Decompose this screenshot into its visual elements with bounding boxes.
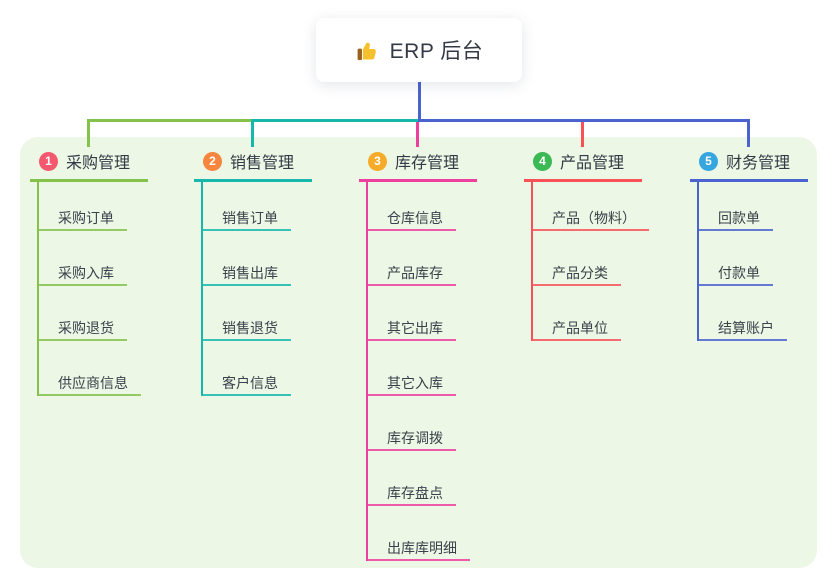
branch-3-spine-line (366, 182, 368, 561)
branch-5-drop-line (747, 119, 750, 147)
branch-4-drop-line (581, 119, 584, 147)
leaf-underline (697, 229, 773, 231)
branch-3-number-badge: 3 (368, 151, 387, 171)
leaf-underline (531, 284, 621, 286)
leaf-underline (37, 229, 127, 231)
bus-segment-2 (251, 119, 421, 122)
leaf-node-结算账户[interactable]: 结算账户 (718, 320, 774, 336)
branch-node-产品管理[interactable]: 4 产品管理 (533, 150, 624, 172)
thumbs-up-icon (357, 42, 376, 60)
branch-label: 库存管理 (395, 155, 460, 172)
leaf-node-出库库明细[interactable]: 出库库明细 (387, 540, 457, 556)
branch-2-spine-line (201, 182, 203, 396)
leaf-underline (37, 394, 141, 396)
leaf-node-销售退货[interactable]: 销售退货 (222, 320, 278, 336)
leaf-underline (366, 449, 456, 451)
leaf-node-库存盘点[interactable]: 库存盘点 (387, 485, 443, 501)
leaf-underline (366, 394, 456, 396)
leaf-node-销售出库[interactable]: 销售出库 (222, 265, 278, 281)
branch-3-underline (359, 179, 477, 182)
leaf-underline (201, 339, 291, 341)
leaf-node-仓库信息[interactable]: 仓库信息 (387, 210, 443, 226)
branch-label: 财务管理 (726, 155, 791, 172)
branch-1-underline (30, 179, 148, 182)
branch-4-spine-line (531, 182, 533, 341)
leaf-underline (366, 504, 456, 506)
branch-4-number-badge: 4 (533, 151, 552, 171)
leaf-node-产品分类[interactable]: 产品分类 (552, 265, 608, 281)
leaf-underline (37, 284, 127, 286)
leaf-underline (201, 284, 291, 286)
branch-1-number-badge: 1 (39, 151, 58, 171)
branch-label: 采购管理 (66, 155, 131, 172)
branch-2-underline (194, 179, 312, 182)
leaf-node-采购订单[interactable]: 采购订单 (58, 210, 114, 226)
root-stem-line (418, 82, 421, 122)
leaf-node-产品（物料）[interactable]: 产品（物料） (552, 210, 636, 226)
root-label: ERP 后台 (389, 40, 484, 63)
branches-panel (20, 137, 817, 568)
root-node[interactable]: ERP 后台 (316, 18, 522, 82)
branch-3-drop-line (416, 119, 419, 147)
leaf-underline (201, 229, 291, 231)
leaf-underline (697, 339, 787, 341)
leaf-underline (201, 394, 291, 396)
leaf-underline (366, 229, 456, 231)
leaf-node-付款单[interactable]: 付款单 (718, 265, 760, 281)
branch-label: 销售管理 (230, 155, 295, 172)
leaf-underline (366, 339, 456, 341)
leaf-underline (37, 339, 127, 341)
leaf-underline (697, 284, 773, 286)
leaf-node-回款单[interactable]: 回款单 (718, 210, 760, 226)
leaf-underline (366, 284, 456, 286)
branch-5-spine-line (697, 182, 699, 341)
leaf-node-供应商信息[interactable]: 供应商信息 (58, 375, 128, 391)
branch-5-number-badge: 5 (699, 151, 718, 171)
branch-node-销售管理[interactable]: 2 销售管理 (203, 150, 294, 172)
leaf-node-其它入库[interactable]: 其它入库 (387, 375, 443, 391)
leaf-node-采购退货[interactable]: 采购退货 (58, 320, 114, 336)
leaf-underline (366, 559, 470, 561)
branch-label: 产品管理 (560, 155, 625, 172)
branch-4-underline (524, 179, 642, 182)
leaf-underline (531, 339, 621, 341)
bus-segment-3 (418, 119, 750, 122)
branch-node-财务管理[interactable]: 5 财务管理 (699, 150, 790, 172)
leaf-node-产品库存[interactable]: 产品库存 (387, 265, 443, 281)
leaf-node-客户信息[interactable]: 客户信息 (222, 375, 278, 391)
branch-2-drop-line (251, 119, 254, 147)
bus-segment-1 (87, 119, 251, 122)
branch-node-库存管理[interactable]: 3 库存管理 (368, 150, 459, 172)
branch-node-采购管理[interactable]: 1 采购管理 (39, 150, 130, 172)
leaf-underline (531, 229, 649, 231)
branch-1-drop-line (87, 119, 90, 147)
branch-5-underline (690, 179, 808, 182)
branch-2-number-badge: 2 (203, 151, 222, 171)
leaf-node-产品单位[interactable]: 产品单位 (552, 320, 608, 336)
leaf-node-库存调拨[interactable]: 库存调拨 (387, 430, 443, 446)
leaf-node-销售订单[interactable]: 销售订单 (222, 210, 278, 226)
branch-1-spine-line (37, 182, 39, 396)
leaf-node-采购入库[interactable]: 采购入库 (58, 265, 114, 281)
leaf-node-其它出库[interactable]: 其它出库 (387, 320, 443, 336)
